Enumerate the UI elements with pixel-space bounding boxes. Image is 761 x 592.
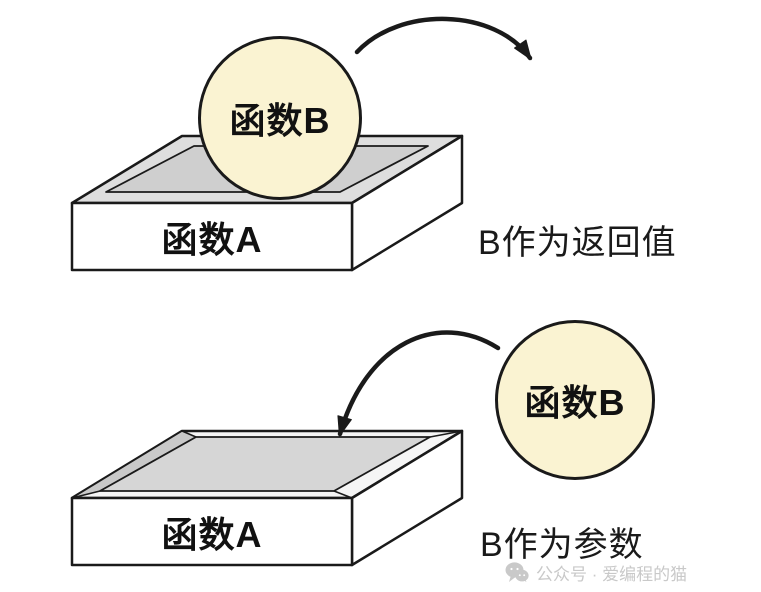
- top-box-front-face: [70, 201, 354, 272]
- caption-parameter: B作为参数: [480, 526, 644, 564]
- watermark-text: 公众号 · 爱编程的猫: [536, 565, 688, 584]
- function-b-ball-bottom: 函数B: [495, 320, 655, 480]
- function-a-label-bottom: 函数A: [161, 513, 263, 555]
- parameter-arrow-icon: [337, 330, 501, 437]
- tray-front-face: [70, 496, 354, 567]
- return-arrow-icon: [354, 16, 533, 61]
- function-b-ball-top: 函数B: [198, 36, 362, 200]
- wechat-icon: [505, 562, 529, 582]
- bottom-function-a-box: [70, 429, 464, 567]
- function-b-label-top: 函数B: [229, 100, 331, 141]
- caption-return-value: B作为返回值: [478, 224, 677, 262]
- watermark: 公众号 · 爱编程的猫: [505, 560, 687, 585]
- function-a-label-top: 函数A: [161, 218, 263, 260]
- tray-corner-line-back-right: [429, 430, 463, 438]
- function-b-label-bottom: 函数B: [524, 382, 626, 423]
